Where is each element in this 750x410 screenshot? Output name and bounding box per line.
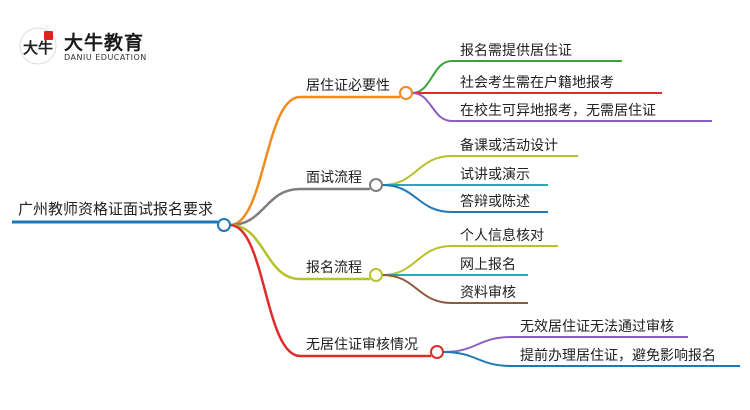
branch-node-circle xyxy=(369,268,383,282)
logo-mark-text: 大牛 xyxy=(23,39,53,57)
child-label: 试讲或演示 xyxy=(460,167,530,183)
branch-label: 报名流程 xyxy=(306,260,362,276)
child-label: 个人信息核对 xyxy=(460,227,544,244)
branch-connector xyxy=(229,95,301,227)
child-connector xyxy=(411,92,453,122)
child-label: 答辩或陈述 xyxy=(460,193,530,210)
child-label: 无效居住证无法通过审核 xyxy=(520,319,674,335)
branch-node-circle xyxy=(369,178,383,192)
brand-logo: 大牛 大牛教育 DANIU EDUCATION xyxy=(18,26,178,70)
child-label: 报名需提供居住证 xyxy=(460,43,572,59)
branch-node-circle xyxy=(399,86,413,100)
root-label: 广州教师资格证面试报名要求 xyxy=(18,200,213,218)
logo-seal-icon xyxy=(44,31,53,40)
child-connector xyxy=(381,245,453,276)
child-connector xyxy=(381,184,453,213)
branch-connector xyxy=(229,223,301,281)
branch-connector xyxy=(229,223,301,358)
child-connector xyxy=(381,155,453,186)
child-label: 备课或活动设计 xyxy=(460,137,558,154)
branch-node-circle xyxy=(430,345,444,359)
child-connector xyxy=(442,336,513,353)
branch-label: 无居住证审核情况 xyxy=(306,337,418,353)
child-label: 在校生可异地报考，无需居住证 xyxy=(460,102,656,119)
branch-connector xyxy=(229,187,301,227)
root-node-circle xyxy=(217,218,231,232)
branch-label: 面试流程 xyxy=(306,170,362,186)
logo-name-cn: 大牛教育 xyxy=(64,32,145,54)
child-label: 网上报名 xyxy=(460,257,516,273)
child-label: 提前办理居住证，避免影响报名 xyxy=(520,347,716,364)
logo-name-en: DANIU EDUCATION xyxy=(64,53,147,62)
branch-label: 居住证必要性 xyxy=(306,78,390,94)
child-connector xyxy=(411,60,453,94)
child-label: 社会考生需在户籍地报考 xyxy=(460,74,614,91)
child-connector xyxy=(381,274,453,304)
logo-mark-icon: 大牛 xyxy=(19,27,57,65)
child-label: 资料审核 xyxy=(460,285,516,301)
child-connector xyxy=(442,351,513,367)
